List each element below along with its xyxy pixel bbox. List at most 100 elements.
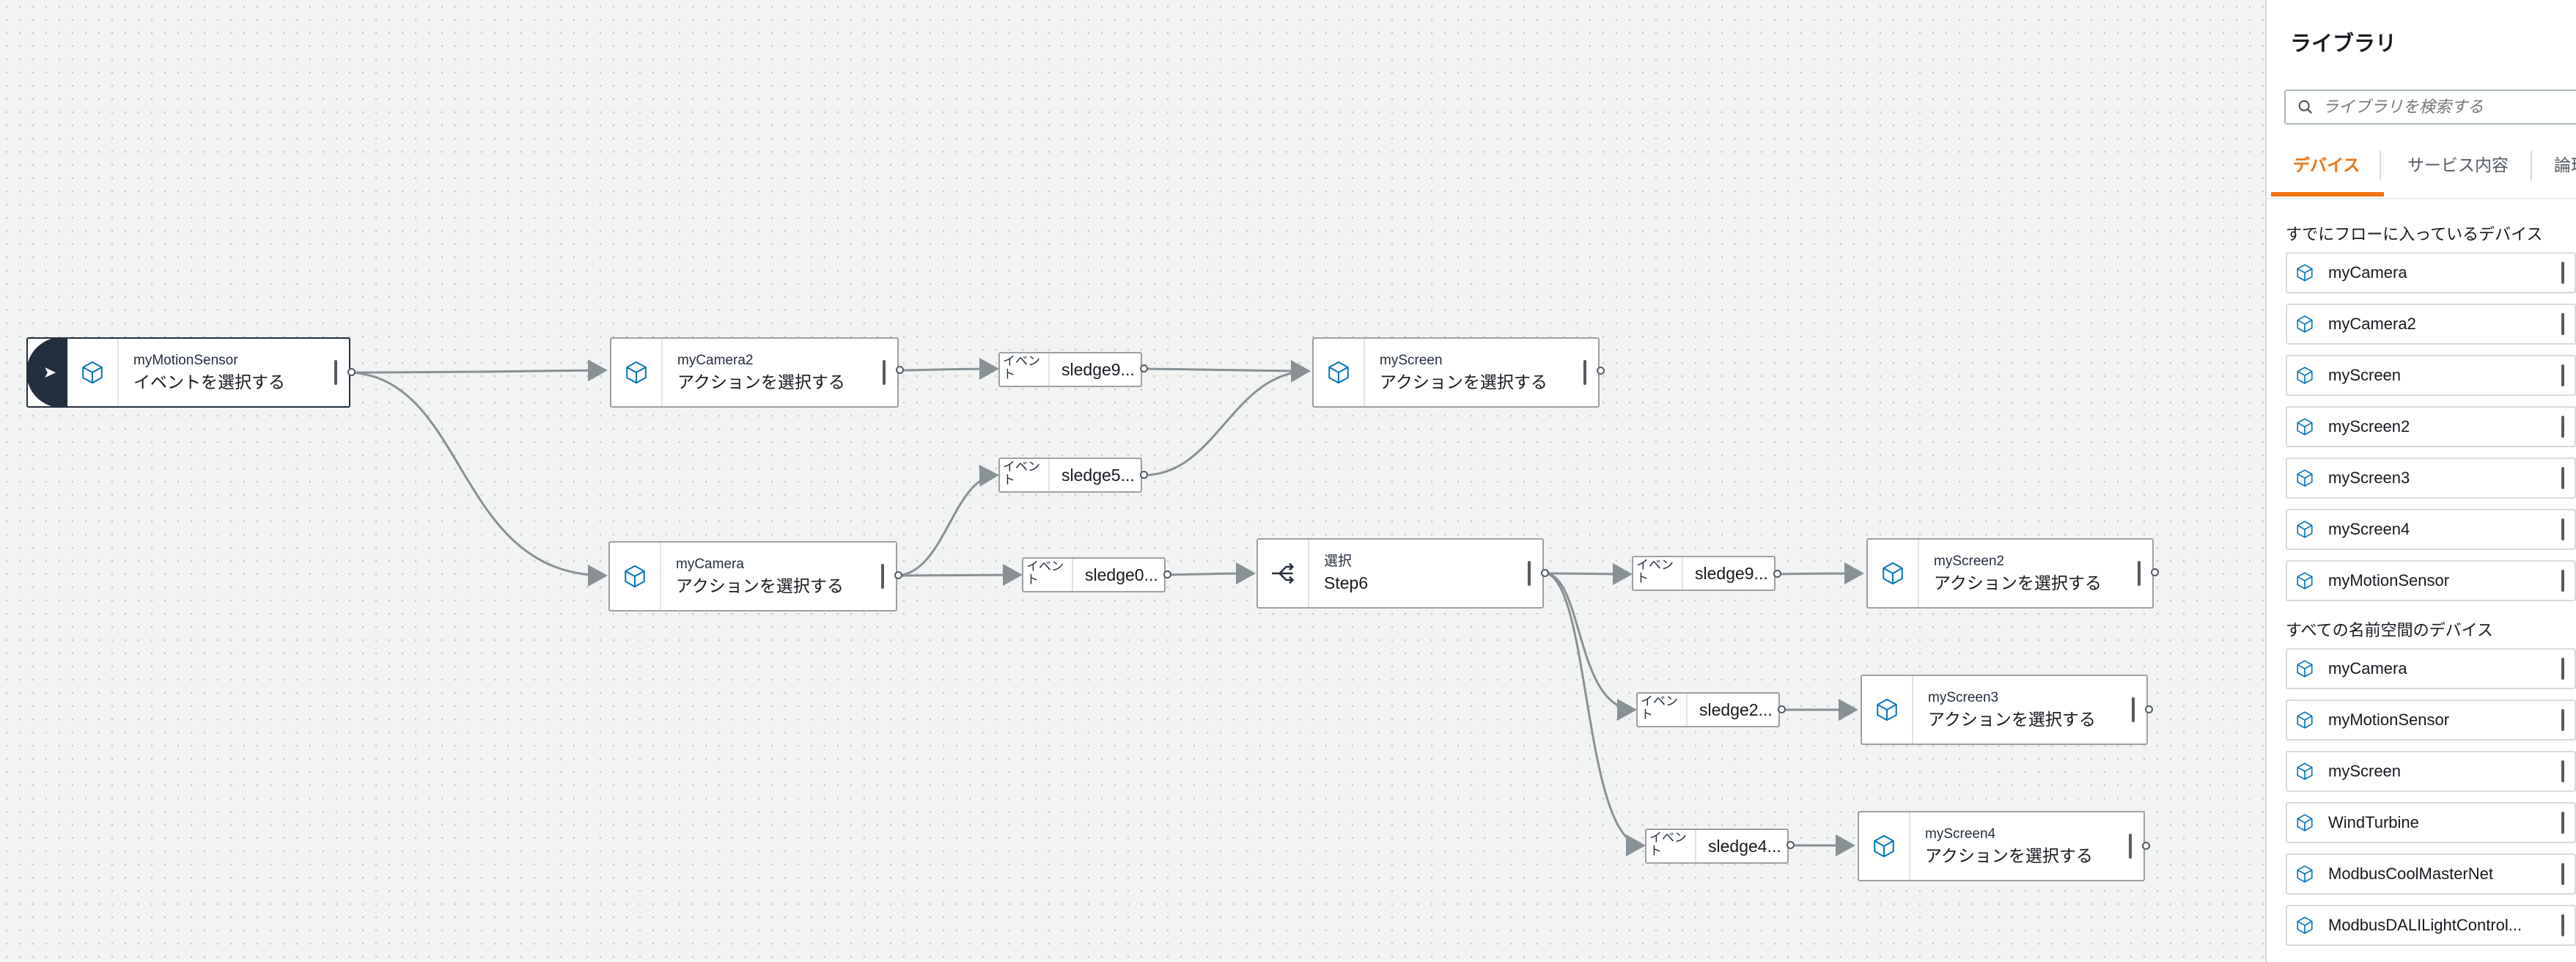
node-motion-sensor[interactable]: ➤ myMotionSensor イベントを選択する — [26, 337, 350, 408]
event-node-e2[interactable]: イベント sledge5... — [998, 458, 1142, 493]
library-device-item[interactable]: ModbusCoolMasterNet — [2286, 853, 2576, 895]
node-handle[interactable] — [1528, 561, 1531, 586]
tab-logic[interactable]: 論理 — [2554, 155, 2576, 175]
node-choice-step6[interactable]: 選択 Step6 — [1256, 538, 1544, 609]
node-screen2[interactable]: myScreen2 アクションを選択する — [1866, 538, 2154, 609]
wire-e3-choice — [1166, 562, 1256, 585]
device-name: myScreen4 — [2328, 520, 2410, 538]
cube-icon — [2287, 762, 2322, 781]
cube-icon — [1868, 540, 1919, 607]
node-screen[interactable]: myScreen アクションを選択する — [1312, 337, 1600, 408]
node-action: アクションを選択する — [1928, 710, 2096, 729]
cube-icon — [1314, 339, 1365, 406]
cube-icon — [610, 543, 661, 610]
cube-icon — [2287, 315, 2322, 334]
device-name: myCamera — [2328, 659, 2407, 678]
output-port[interactable] — [1541, 569, 1549, 577]
drag-handle[interactable] — [2561, 416, 2564, 438]
branch-icon — [1258, 540, 1309, 607]
library-device-item[interactable]: myMotionSensor — [2286, 560, 2576, 601]
cube-icon — [2287, 366, 2322, 385]
device-name: myCamera2 — [2328, 315, 2416, 333]
library-title: ライブラリ — [2290, 32, 2397, 56]
flow-canvas[interactable]: ➤ myMotionSensor イベントを選択する myCamera2 アクシ… — [0, 0, 2265, 962]
drag-handle[interactable] — [2561, 760, 2564, 782]
node-action: アクションを選択する — [1925, 846, 2093, 865]
node-handle[interactable] — [2132, 697, 2135, 722]
node-action: アクションを選択する — [676, 576, 844, 595]
drag-handle[interactable] — [2561, 467, 2564, 489]
output-port[interactable] — [896, 366, 904, 374]
section-in-flow: すでにフローに入っているデバイス — [2286, 225, 2543, 243]
output-port[interactable] — [1597, 367, 1605, 375]
tab-devices[interactable]: デバイス — [2293, 155, 2360, 175]
node-handle[interactable] — [2129, 834, 2132, 859]
event-node-e1[interactable]: イベント sledge9... — [998, 352, 1142, 387]
drag-handle[interactable] — [2561, 863, 2564, 885]
drag-handle[interactable] — [2561, 914, 2564, 936]
node-handle[interactable] — [883, 360, 886, 385]
node-handle[interactable] — [334, 360, 337, 385]
event-name: sledge2... — [1699, 700, 1773, 719]
node-handle[interactable] — [1583, 360, 1586, 385]
event-node-e5[interactable]: イベント sledge2... — [1636, 692, 1780, 727]
output-port[interactable] — [1778, 705, 1786, 713]
play-icon: ➤ — [43, 363, 57, 381]
output-port[interactable] — [1140, 364, 1148, 372]
library-device-item[interactable]: myScreen — [2286, 355, 2576, 396]
output-port[interactable] — [2151, 568, 2159, 576]
drag-handle[interactable] — [2561, 518, 2564, 540]
drag-handle[interactable] — [2561, 709, 2564, 731]
node-camera[interactable]: myCamera アクションを選択する — [608, 541, 897, 612]
connection-lines — [351, 358, 1864, 856]
drag-handle[interactable] — [2561, 364, 2564, 386]
library-device-item[interactable]: ModbusDALILightControl... — [2286, 905, 2576, 946]
cube-icon — [2287, 659, 2322, 678]
output-port[interactable] — [1163, 570, 1171, 579]
library-search[interactable] — [2284, 89, 2576, 125]
node-screen4[interactable]: myScreen4 アクションを選択する — [1858, 811, 2145, 881]
drag-handle[interactable] — [2561, 812, 2564, 834]
node-title: myScreen2 — [1934, 554, 2005, 569]
output-port[interactable] — [1786, 841, 1795, 849]
library-device-item[interactable]: myCamera — [2286, 252, 2576, 293]
search-input[interactable] — [2321, 97, 2573, 117]
library-device-item[interactable]: myScreen — [2286, 751, 2576, 792]
node-screen3[interactable]: myScreen3 アクションを選択する — [1861, 675, 2148, 745]
node-camera2[interactable]: myCamera2 アクションを選択する — [610, 337, 899, 408]
node-handle[interactable] — [881, 564, 884, 589]
output-port[interactable] — [1773, 570, 1781, 578]
event-node-e3[interactable]: イベント sledge0... — [1022, 557, 1166, 592]
output-port[interactable] — [894, 571, 902, 579]
cube-icon — [2287, 520, 2322, 539]
drag-handle[interactable] — [2561, 658, 2564, 680]
event-label: イベント — [1000, 353, 1050, 386]
drag-handle[interactable] — [2561, 262, 2564, 284]
node-action: アクションを選択する — [677, 372, 845, 392]
event-label: イベント — [1638, 694, 1688, 726]
event-node-e4[interactable]: イベント sledge9... — [1632, 556, 1775, 591]
output-port[interactable] — [347, 368, 356, 376]
cube-icon — [2287, 417, 2322, 436]
output-port[interactable] — [2142, 842, 2150, 850]
output-port[interactable] — [1140, 471, 1148, 479]
library-device-item[interactable]: WindTurbine — [2286, 802, 2576, 843]
cube-icon — [1859, 812, 1910, 880]
output-port[interactable] — [2145, 705, 2153, 713]
library-device-item[interactable]: myScreen2 — [2286, 406, 2576, 447]
cube-icon — [2287, 864, 2322, 884]
drag-handle[interactable] — [2561, 570, 2564, 592]
library-device-item[interactable]: myScreen4 — [2286, 509, 2576, 550]
tab-services[interactable]: サービス内容 — [2407, 155, 2509, 175]
library-device-item[interactable]: myMotionSensor — [2286, 700, 2576, 741]
library-device-item[interactable]: myCamera2 — [2286, 304, 2576, 345]
wire-choice-e6 — [1546, 572, 1646, 856]
node-handle[interactable] — [2138, 561, 2141, 586]
wire-choice-e5 — [1546, 572, 1637, 721]
library-device-item[interactable]: myScreen3 — [2286, 458, 2576, 499]
node-action: アクションを選択する — [1934, 573, 2102, 592]
event-node-e6[interactable]: イベント sledge4... — [1645, 829, 1789, 864]
drag-handle[interactable] — [2561, 313, 2564, 335]
node-title: myScreen — [1380, 353, 1443, 368]
library-device-item[interactable]: myCamera — [2286, 648, 2576, 689]
